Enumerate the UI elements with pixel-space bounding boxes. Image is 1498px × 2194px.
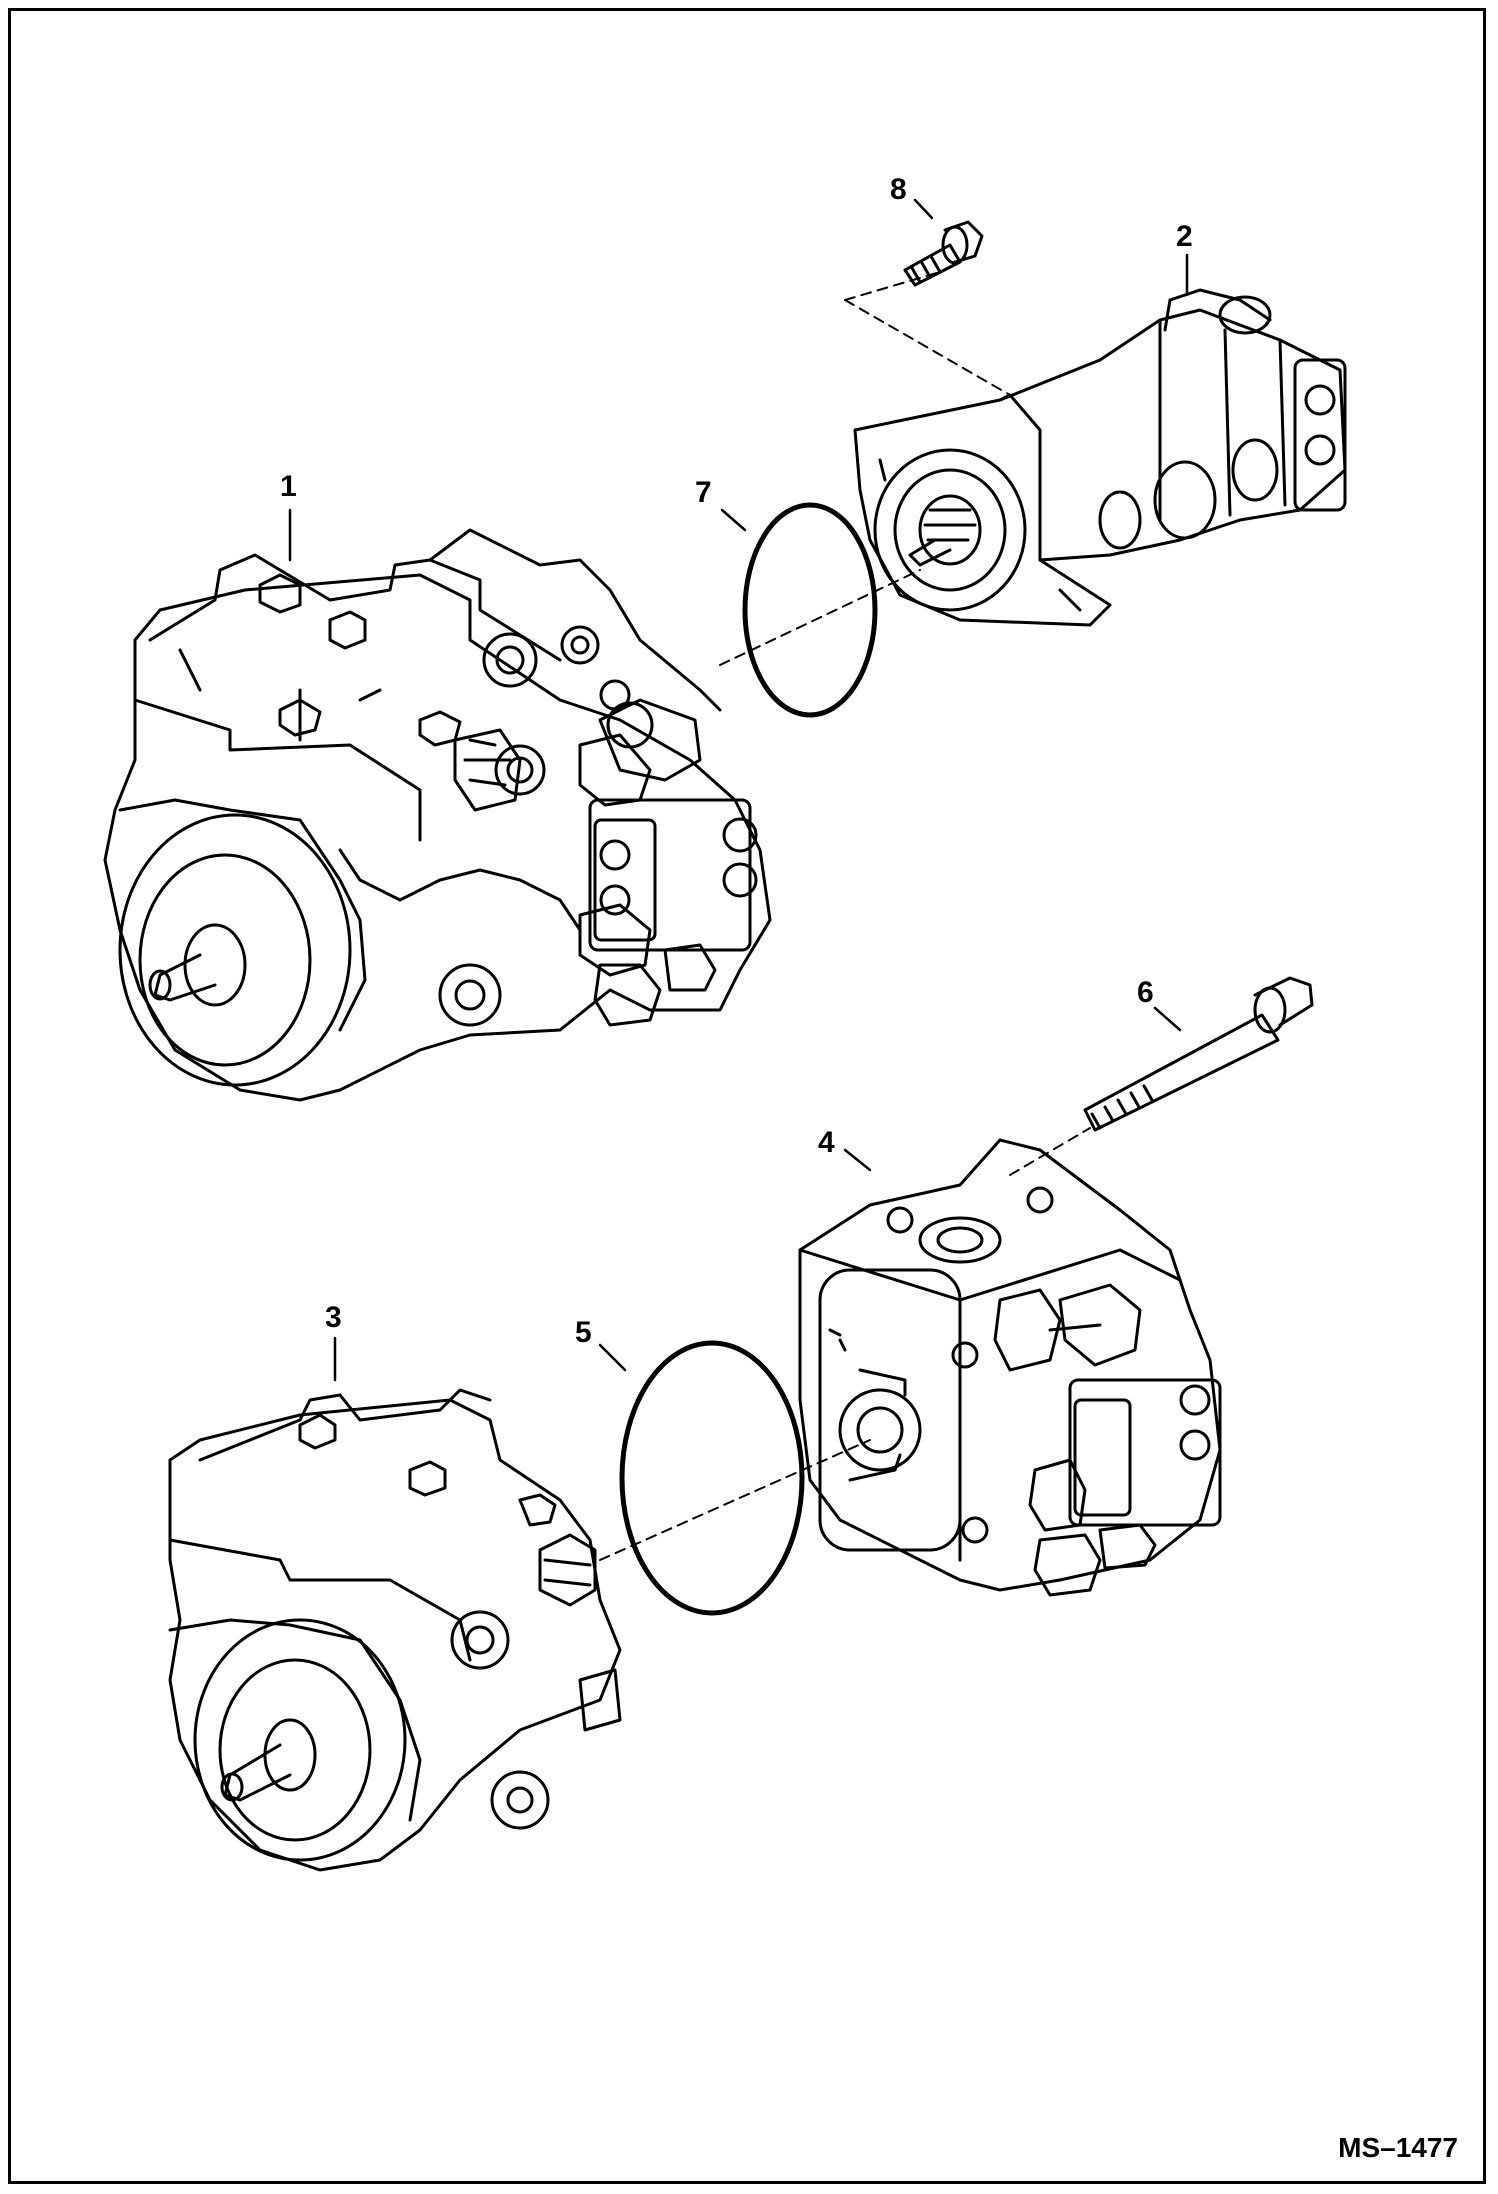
- callout-3: 3: [325, 1301, 342, 1334]
- part-1-pump: [103, 528, 772, 1102]
- callout-6: 6: [1137, 976, 1154, 1009]
- callout-7: 7: [695, 476, 712, 509]
- callout-1: 1: [280, 470, 297, 503]
- part-5-o-ring: [619, 1340, 805, 1616]
- callout-2: 2: [1176, 220, 1193, 253]
- part-6-long-bolt: [1083, 976, 1314, 1132]
- part-8-short-bolt: [903, 220, 984, 287]
- drawing-number: MS–1477: [1338, 2132, 1458, 2163]
- part-4-housing: [798, 1138, 1222, 1597]
- part-3-pump: [168, 1388, 622, 1872]
- part-2-gear-pump: [853, 288, 1347, 627]
- part-7-o-ring: [742, 502, 878, 718]
- drawing-border: [8, 8, 1486, 2184]
- dashed-assembly-lines: [599, 271, 1091, 1561]
- callout-4: 4: [818, 1126, 835, 1159]
- leader-lines: [288, 198, 1189, 1382]
- callout-5: 5: [575, 1316, 592, 1349]
- callout-8: 8: [890, 173, 907, 206]
